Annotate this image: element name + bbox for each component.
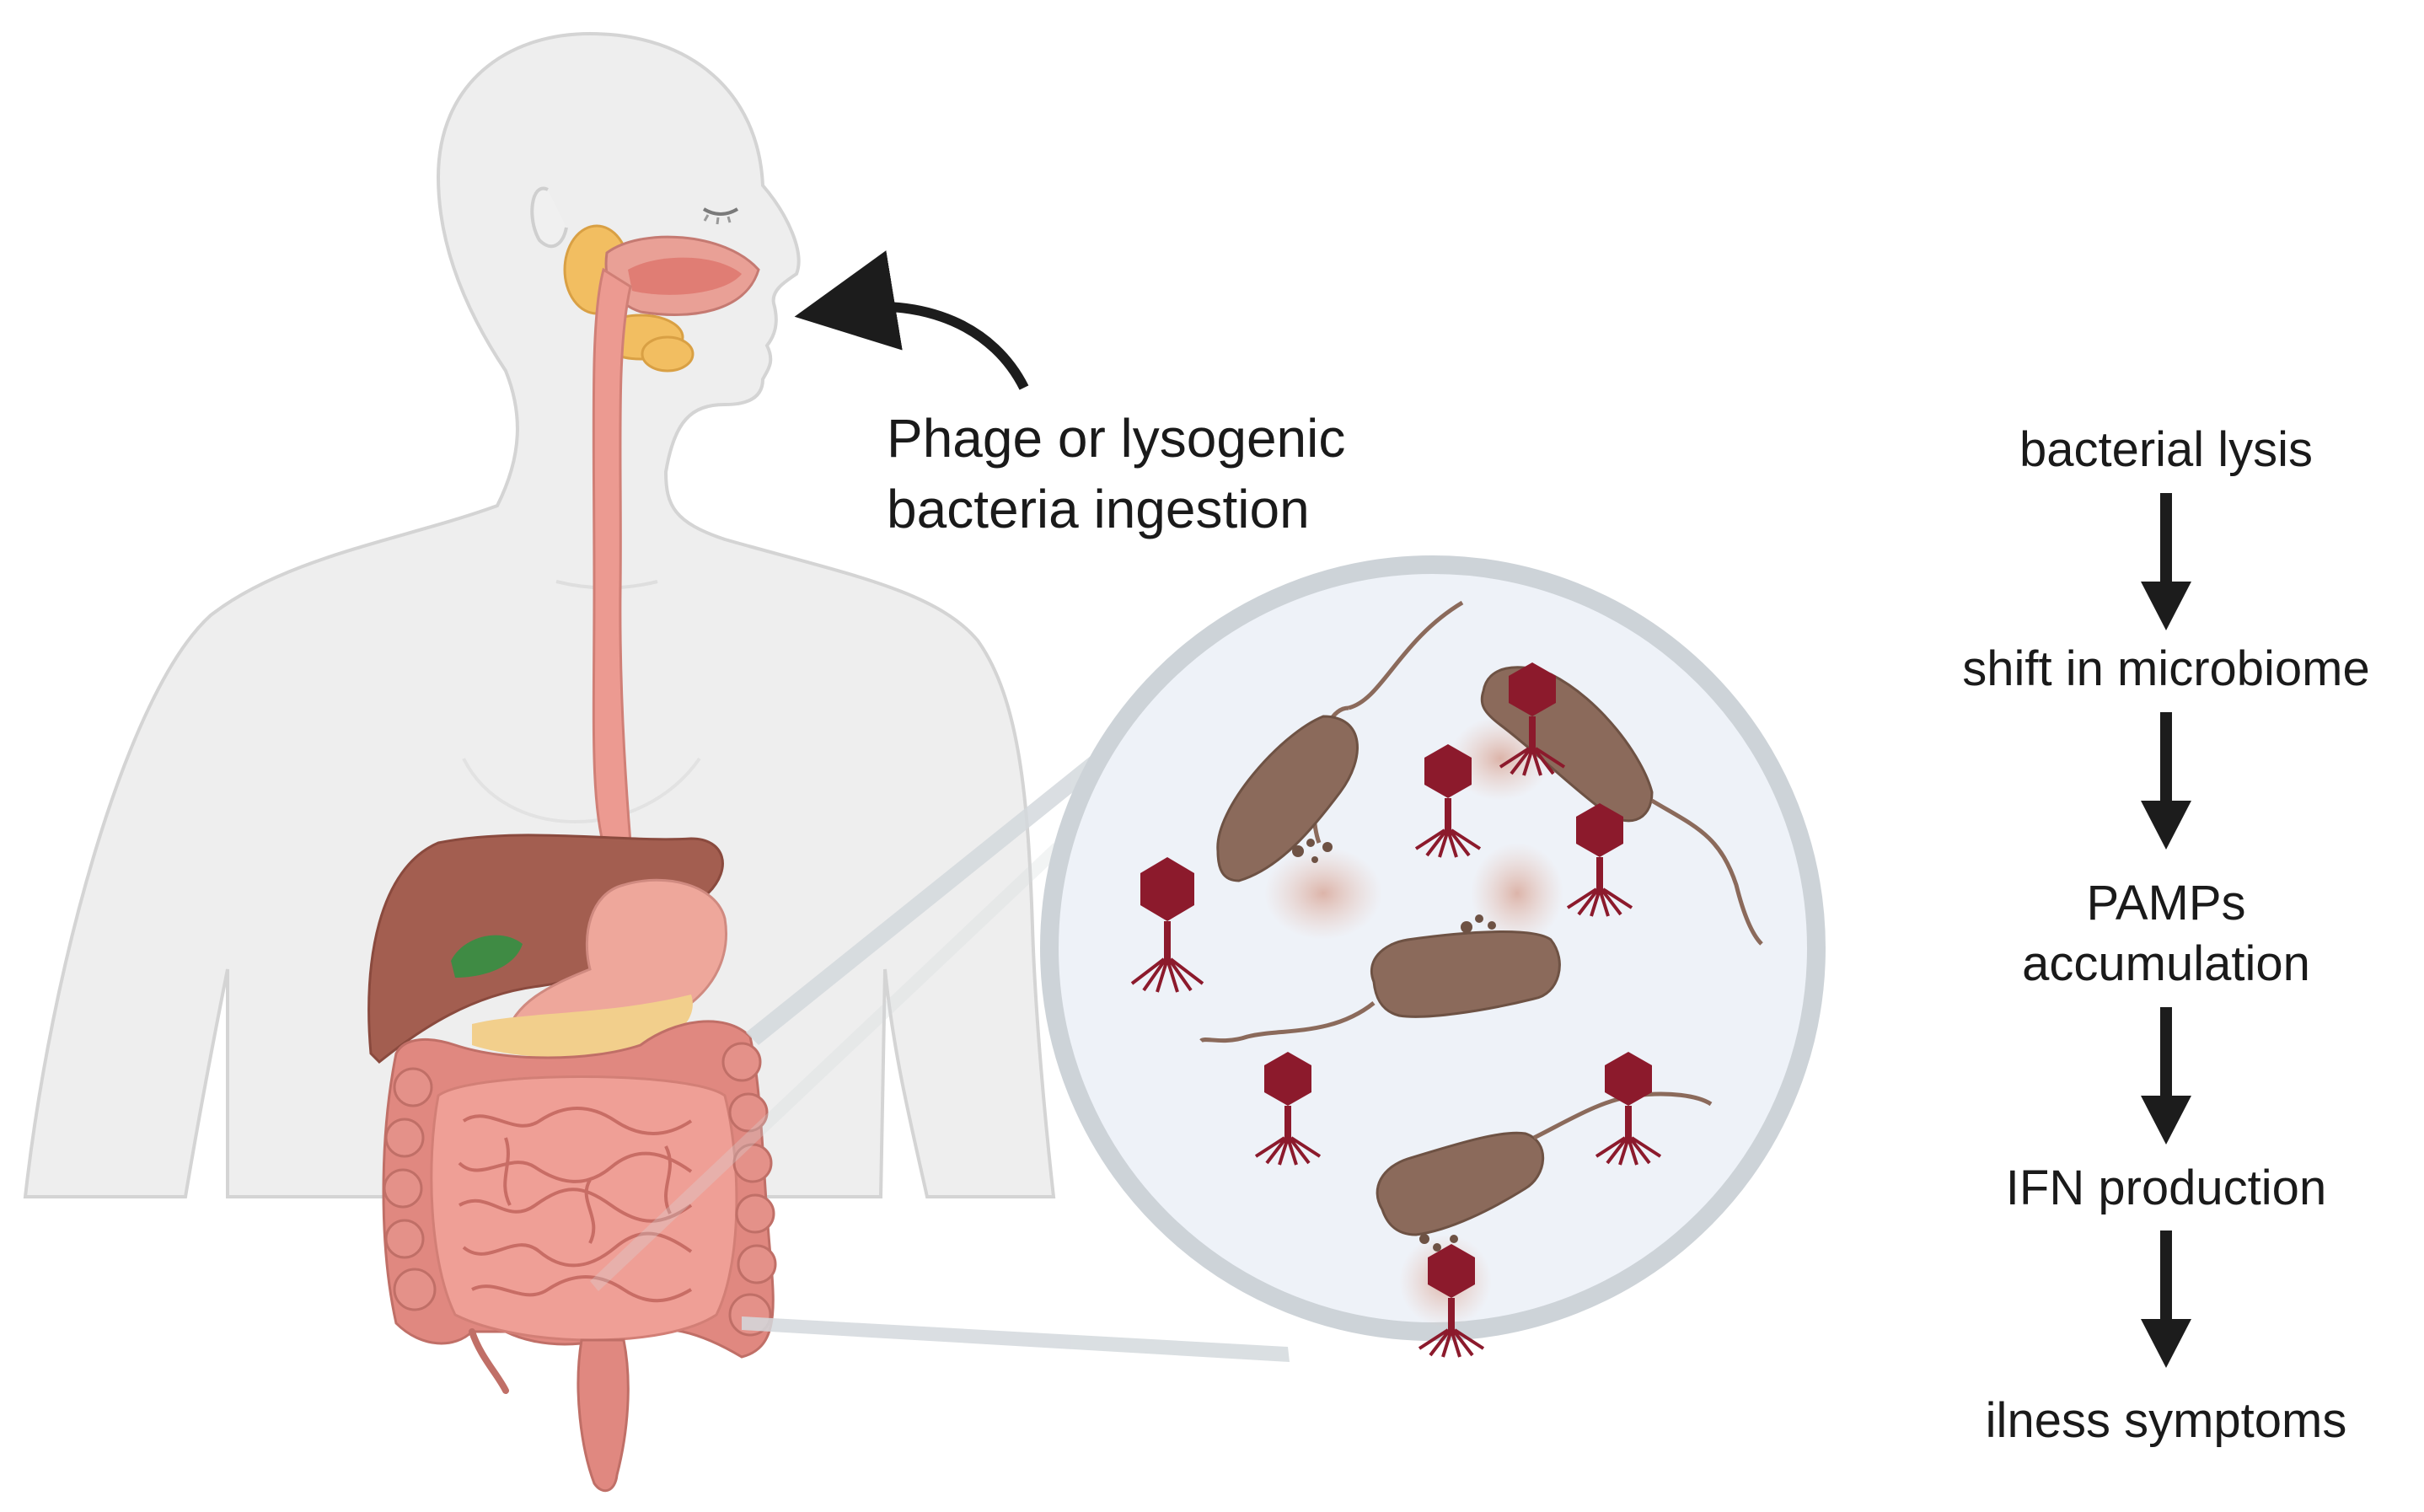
appendix bbox=[469, 1328, 509, 1394]
flow-arrow bbox=[2141, 712, 2191, 850]
ingestion-label-line2: bacteria ingestion bbox=[887, 479, 1310, 539]
ingestion-arrow bbox=[794, 250, 1029, 390]
gallbladder bbox=[451, 935, 523, 978]
bacteriophage bbox=[1414, 744, 1482, 858]
intestine-folds bbox=[458, 1107, 693, 1303]
bacteriophage bbox=[1130, 857, 1204, 993]
ingestion-label: Phage or lysogenic bacteria ingestion bbox=[887, 403, 1345, 544]
flow-arrow bbox=[2141, 493, 2191, 630]
flow-step-illness-symptoms: ilness symptoms bbox=[1985, 1393, 2347, 1448]
ingestion-label-line1: Phage or lysogenic bbox=[887, 408, 1346, 469]
zoom-connector bbox=[590, 732, 1290, 1362]
human-body-silhouette bbox=[23, 31, 1056, 1198]
flow-arrow bbox=[2141, 1007, 2191, 1145]
colon-haustra bbox=[383, 1042, 777, 1337]
flow-step-bacterial-lysis: bacterial lysis bbox=[2019, 422, 2314, 477]
flow-arrow bbox=[2141, 1231, 2191, 1368]
digestive-organs bbox=[367, 224, 777, 1493]
flow-step-ifn-production: IFN production bbox=[2005, 1161, 2327, 1215]
bacterium bbox=[1199, 914, 1561, 1043]
bacteriophage bbox=[1418, 1244, 1485, 1358]
microbiome-zoom-circle bbox=[1040, 555, 1826, 1358]
pancreas bbox=[472, 995, 693, 1059]
bacteriophage bbox=[1566, 803, 1633, 917]
rectum bbox=[577, 1338, 630, 1493]
flow-arrows bbox=[2141, 493, 2191, 1368]
bacterium bbox=[1376, 1091, 1713, 1252]
flow-step-microbiome-shift: shift in microbiome bbox=[1962, 641, 2370, 696]
flow-step-pamps-accumulation: PAMPs accumulation bbox=[2022, 876, 2310, 991]
bacteriophage bbox=[1595, 1052, 1662, 1166]
bacteriophage bbox=[1254, 1052, 1322, 1166]
bacteriophage bbox=[1499, 662, 1566, 776]
bacterium bbox=[1216, 600, 1464, 882]
